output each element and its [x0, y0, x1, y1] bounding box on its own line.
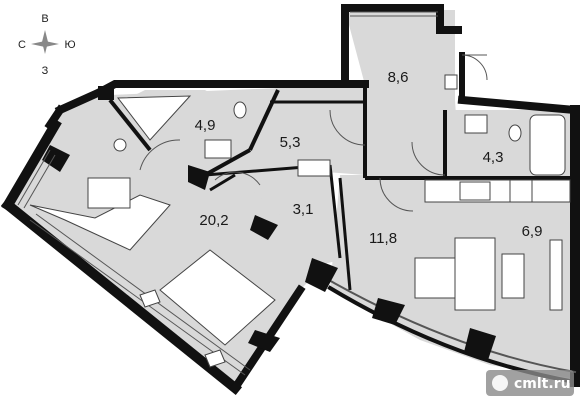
- round-table: [113, 138, 127, 152]
- doors: [139, 54, 488, 212]
- watermark: cmlt.ru: [486, 370, 574, 396]
- sink-2: [464, 114, 488, 134]
- compass: В С Ю З: [18, 13, 76, 77]
- room-label-6-9: 6,9: [522, 223, 543, 240]
- fridge: [509, 179, 533, 203]
- compass-east: Ю: [64, 39, 75, 51]
- compass-north: В: [41, 13, 48, 25]
- kitchen-counter: [424, 179, 571, 203]
- furniture: [29, 74, 571, 368]
- toilet-2: [508, 124, 522, 142]
- coffee-table: [501, 253, 525, 299]
- sink: [204, 139, 232, 159]
- room-label-8-6: 8,6: [388, 69, 409, 86]
- room-label-20-2: 20,2: [199, 212, 228, 229]
- compass-south: З: [42, 65, 49, 77]
- bed: [159, 249, 276, 346]
- dining-table: [414, 257, 461, 299]
- compass-west: С: [18, 39, 26, 51]
- windows: [17, 11, 438, 376]
- wardrobe: [29, 194, 171, 251]
- sofa: [454, 237, 496, 311]
- cabinet: [297, 159, 331, 177]
- washing-machine: [444, 74, 458, 90]
- nightstand-1: [139, 289, 161, 308]
- bathtub: [117, 95, 192, 141]
- stove: [459, 181, 491, 201]
- room-label-5-3: 5,3: [280, 134, 301, 151]
- room-labels: 8,6 4,9 5,3 4,3 3,1 20,2 11,8 6,9: [195, 69, 543, 247]
- island: [87, 177, 131, 209]
- tv-unit: [549, 239, 563, 311]
- room-label-3-1: 3,1: [293, 201, 314, 218]
- watermark-text: cmlt.ru: [514, 376, 571, 392]
- room-label-4-3: 4,3: [483, 149, 504, 166]
- room-label-11-8: 11,8: [369, 230, 397, 247]
- walls: [0, 4, 580, 396]
- bathtub-2: [529, 114, 566, 176]
- room-label-4-9: 4,9: [195, 117, 216, 134]
- compass-star-icon: [31, 30, 59, 54]
- toilet: [233, 101, 247, 119]
- nightstand-2: [204, 349, 226, 368]
- logo-icon: [492, 375, 508, 391]
